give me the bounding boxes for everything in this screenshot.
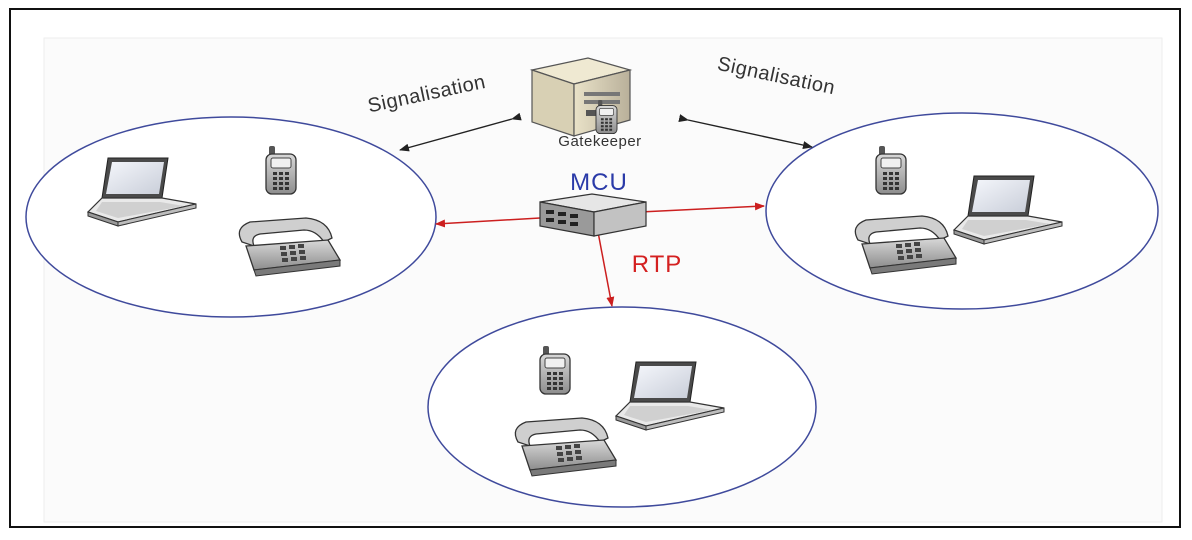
- rtp-arrow-right: [639, 202, 765, 213]
- gatekeeper-label: Gatekeeper: [558, 133, 641, 150]
- desk-phone-icon: [238, 217, 341, 277]
- desk-phone-icon: [854, 215, 957, 275]
- rtp-arrow-left: [435, 217, 541, 228]
- endpoint-zone-bottom: [427, 306, 817, 508]
- signal-arrow-left: [399, 112, 522, 152]
- rtp-label: RTP: [632, 251, 683, 278]
- endpoint-zone-right: [765, 112, 1159, 310]
- desk-phone-icon: [514, 417, 617, 477]
- mcu-switch-icon: [539, 193, 647, 237]
- rtp-arrow-down: [597, 231, 615, 307]
- signal-arrow-right: [678, 114, 813, 149]
- mcu-label: MCU: [570, 169, 628, 196]
- endpoint-zone-left: [25, 116, 437, 318]
- server-icon: [529, 57, 633, 137]
